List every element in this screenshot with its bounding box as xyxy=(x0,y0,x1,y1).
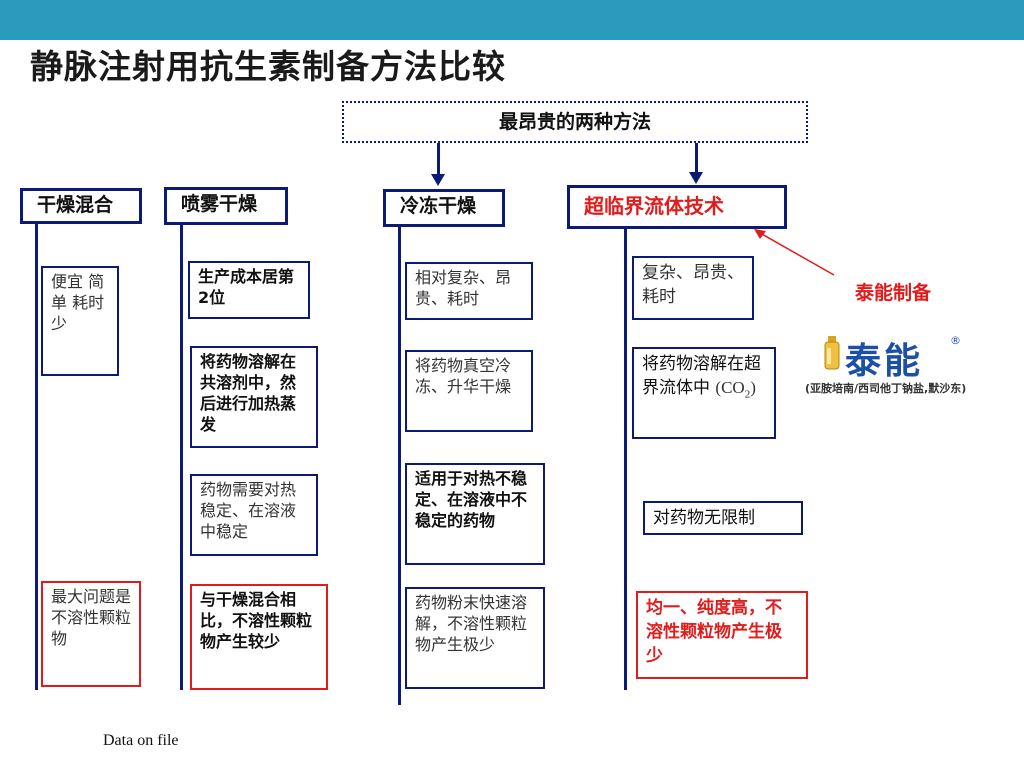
arrow-to-freeze-dry xyxy=(437,143,440,175)
arrow-to-supercritical xyxy=(695,143,698,173)
annotation-label: 泰能制备 xyxy=(855,282,932,304)
spray-particles-box: 与干燥混合相比，不溶性颗粒物产生较少 xyxy=(190,584,328,690)
freeze-process-box: 将药物真空冷冻、升华干燥 xyxy=(405,350,533,432)
column-line-dry-mix xyxy=(35,224,38,690)
freeze-powder-box: 药物粉末快速溶解，不溶性颗粒物产生极少 xyxy=(405,587,545,689)
header-supercritical: 超临界流体技术 xyxy=(567,185,787,229)
annotation-arrow-head xyxy=(754,229,766,239)
arrow-head-freeze-dry xyxy=(431,174,445,186)
dry-mix-problem-box: 最大问题是 不溶性颗粒物 xyxy=(41,581,141,687)
vial-icon xyxy=(824,336,840,370)
column-line-spray-dry xyxy=(180,225,183,690)
freeze-suitable-box: 适用于对热不稳定、在溶液中不稳定的药物 xyxy=(405,463,545,565)
registered-mark: ® xyxy=(950,334,961,347)
column-line-freeze-dry xyxy=(398,227,401,705)
supercritical-result-box: 均一、纯度高，不溶性颗粒物产生极少 xyxy=(636,591,808,679)
freeze-complex-box: 相对复杂、昂贵、耗时 xyxy=(405,262,533,320)
co2-label: (CO2) xyxy=(715,378,756,401)
column-line-supercritical xyxy=(624,229,627,690)
dry-mix-cheap-box: 便宜 简单 耗时少 xyxy=(41,266,119,376)
header-dry-mix: 干燥混合 xyxy=(20,188,142,224)
most-expensive-label: 最昂贵的两种方法 xyxy=(342,101,808,143)
logo-name: 泰能 xyxy=(845,341,924,382)
tienam-logo: 泰能 ® (亚胺培南/西司他丁钠盐,默沙东) xyxy=(805,330,985,400)
arrow-head-supercritical xyxy=(689,172,703,184)
supercritical-no-limit-box: 对药物无限制 xyxy=(643,501,803,535)
header-spray-dry: 喷雾干燥 xyxy=(164,187,288,225)
logo-subtitle: (亚胺培南/西司他丁钠盐,默沙东) xyxy=(805,382,967,395)
supercritical-process-box: 将药物溶解在超界流体中 (CO2) xyxy=(632,347,776,439)
top-band xyxy=(0,0,1024,40)
spray-cost-box: 生产成本居第2位 xyxy=(188,261,310,319)
page-title: 静脉注射用抗生素制备方法比较 xyxy=(30,47,506,86)
header-freeze-dry: 冷冻干燥 xyxy=(383,189,505,227)
annotation-arrow xyxy=(754,229,835,276)
supercritical-complex-box: 复杂、昂贵、耗时 xyxy=(632,256,754,320)
spray-stability-box: 药物需要对热稳定、在溶液中稳定 xyxy=(190,474,318,556)
supercritical-process-text: 将药物溶解在超界流体中 xyxy=(642,354,761,398)
annotation-arrow-line xyxy=(759,232,835,276)
footer-note: Data on file xyxy=(103,732,179,749)
spray-process-box: 将药物溶解在共溶剂中，然后进行加热蒸发 xyxy=(190,346,318,448)
